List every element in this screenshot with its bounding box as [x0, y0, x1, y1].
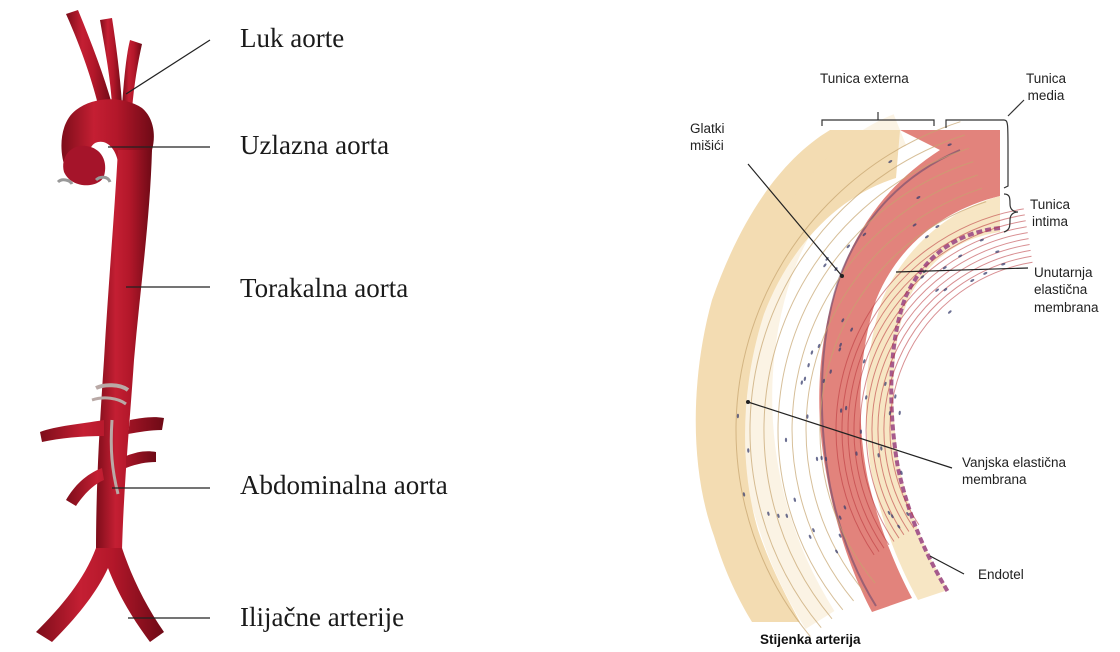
label-smooth-muscle: Glatki mišići [690, 120, 725, 155]
nucleus [898, 411, 901, 416]
nucleus [785, 438, 787, 442]
nucleus [970, 278, 975, 282]
label-tunica-intima-line2: intima [1022, 213, 1078, 230]
label-external-elastic-membrane: Vanjska elastična membrana [962, 454, 1066, 489]
label-tunica-externa: Tunica externa [820, 70, 909, 87]
label-tunica-media-line1: Tunica [1018, 70, 1074, 87]
label-endothelium: Endotel [978, 566, 1024, 583]
figure-caption: Stijenka arterija [760, 632, 861, 647]
label-tunica-media-line2: media [1018, 87, 1074, 104]
label-tunica-intima-line1: Tunica [1022, 196, 1078, 213]
nucleus [810, 350, 813, 355]
nucleus [894, 394, 897, 399]
label-abdominal-aorta: Abdominalna aorta [240, 472, 448, 499]
label-iliac-arteries: Ilijačne arterije [240, 604, 404, 631]
nucleus [820, 456, 823, 461]
artery-wall-illustration [696, 122, 1033, 637]
label-tunica-media: Tunica media [1018, 70, 1074, 105]
iliac-arteries [36, 548, 164, 642]
label-smooth-muscle-line2: mišići [690, 137, 725, 154]
nucleus [860, 430, 862, 434]
descending-aorta [96, 150, 152, 552]
subclavian-branch [122, 40, 142, 110]
nucleus [808, 534, 812, 539]
label-tunica-intima: Tunica intima [1022, 196, 1078, 231]
nucleus [983, 271, 988, 275]
nucleus [800, 380, 803, 385]
label-iem-line3: membrana [1034, 299, 1099, 316]
label-eem-line2: membrana [962, 471, 1066, 488]
nucleus [803, 376, 806, 381]
nucleus [807, 363, 810, 368]
label-aortic-arch: Luk aorte [240, 25, 344, 52]
label-iem-line2: elastična [1034, 281, 1099, 298]
label-iem-line1: Unutarnja [1034, 264, 1099, 281]
nucleus [947, 310, 952, 315]
label-ascending-aorta: Uzlazna aorta [240, 132, 389, 159]
label-internal-elastic-membrane: Unutarnja elastična membrana [1034, 264, 1099, 316]
label-smooth-muscle-line1: Glatki [690, 120, 725, 137]
label-eem-line1: Vanjska elastična [962, 454, 1066, 471]
nucleus [823, 263, 827, 268]
nucleus [816, 457, 819, 462]
nucleus [793, 497, 796, 502]
label-thoracic-aorta: Torakalna aorta [240, 275, 408, 302]
aorta-illustration [36, 10, 164, 642]
